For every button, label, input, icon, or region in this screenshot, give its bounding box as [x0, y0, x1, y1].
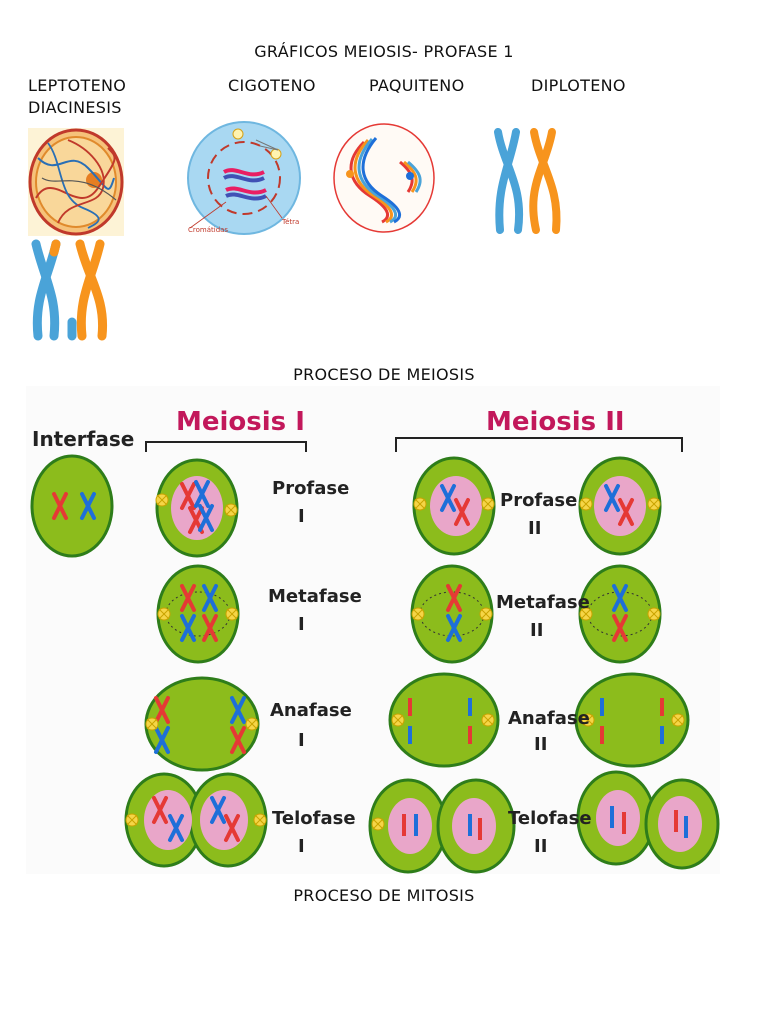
stage-label-paquiteno: PAQUITENO — [369, 76, 465, 95]
cromatidas-label: Cromátidas — [188, 226, 228, 234]
stage-label-diploteno: DIPLOTENO — [531, 76, 626, 95]
phase1-name-0: Profase — [272, 478, 349, 499]
interfase-label: Interfase — [32, 427, 134, 451]
meiosis-diagram: Interfase Meiosis I Meiosis II — [26, 386, 720, 874]
phase2-num-0: II — [528, 518, 541, 539]
anafase-1-cell — [144, 676, 260, 772]
metafase-2-cell-left — [410, 564, 494, 664]
profase-2-cell-right — [578, 456, 662, 556]
meiosis-2-bracket — [395, 437, 683, 452]
phase1-num-1: I — [298, 614, 305, 635]
phase2-name-2: Anafase — [508, 708, 590, 729]
anafase-2-cell-right — [574, 672, 690, 768]
paquiteno-image — [333, 123, 435, 233]
diploteno-image — [494, 128, 561, 234]
profase-1-cell — [155, 458, 239, 558]
phase2-num-2: II — [534, 734, 547, 755]
phase1-num-0: I — [298, 506, 305, 527]
telofase-2-cell-left — [368, 778, 516, 874]
phase1-name-2: Anafase — [270, 700, 352, 721]
section-title-mitosis: PROCESO DE MITOSIS — [293, 886, 475, 905]
phase1-num-2: I — [298, 730, 305, 751]
meiosis-1-title: Meiosis I — [176, 407, 305, 437]
telofase-1-cell — [124, 772, 268, 868]
phase2-name-0: Profase — [500, 490, 577, 511]
phase1-name-3: Telofase — [272, 808, 356, 829]
phase2-name-1: Metafase — [496, 592, 590, 613]
leptoteno-image — [28, 128, 124, 236]
phase2-name-3: Telofase — [508, 808, 592, 829]
stage-label-leptoteno: LEPTOTENO — [28, 76, 127, 95]
profase-2-cell-left — [412, 456, 496, 556]
metafase-2-cell-right — [578, 564, 662, 664]
phase2-num-1: II — [530, 620, 543, 641]
phase1-name-1: Metafase — [268, 586, 362, 607]
diacinesis-image — [31, 239, 108, 341]
metafase-1-cell — [156, 564, 240, 664]
document-title: GRÁFICOS MEIOSIS- PROFASE 1 — [254, 42, 514, 61]
phase1-num-3: I — [298, 836, 305, 857]
meiosis-2-title: Meiosis II — [486, 407, 625, 437]
cigoteno-image: Cromátidas Tétra — [187, 121, 301, 235]
anafase-2-cell-left — [388, 672, 500, 768]
section-title-meiosis: PROCESO DE MEIOSIS — [293, 365, 475, 384]
phase2-num-3: II — [534, 836, 547, 857]
interfase-cell — [30, 454, 114, 558]
meiosis-1-bracket — [145, 441, 307, 452]
stage-label-diacinesis: DIACINESIS — [28, 98, 122, 117]
stage-label-cigoteno: CIGOTENO — [228, 76, 316, 95]
telofase-2-cell-right — [576, 770, 720, 870]
tetra-label: Tétra — [281, 218, 299, 226]
